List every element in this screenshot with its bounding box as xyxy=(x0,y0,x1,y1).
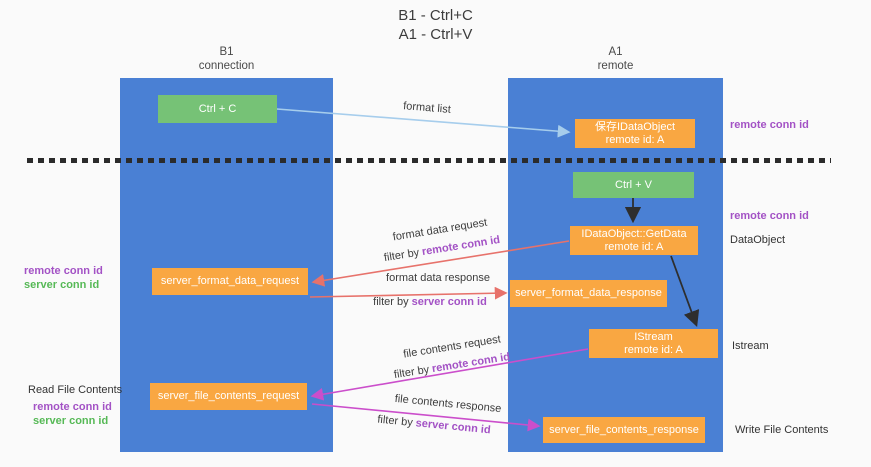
node-ctrl-v: Ctrl + V xyxy=(573,172,694,198)
node-server-file-contents-request: server_file_contents_request xyxy=(150,383,307,410)
side-label-remote-conn-id-mid: remote conn id xyxy=(730,210,809,222)
side-label-left-remote-conn-id-mid: remote conn id xyxy=(24,265,103,277)
node-server-file-contents-response-label: server_file_contents_response xyxy=(549,423,699,436)
node-save-idataobject-line2: remote id: A xyxy=(605,133,665,146)
node-server-format-data-request: server_format_data_request xyxy=(152,268,308,295)
node-server-format-data-response-label: server_format_data_response xyxy=(515,287,662,299)
side-label-remote-conn-id-top: remote conn id xyxy=(730,119,809,131)
node-ctrl-v-label: Ctrl + V xyxy=(615,178,652,191)
side-label-left-remote-conn-id-bottom: remote conn id xyxy=(33,401,112,413)
node-ctrl-c: Ctrl + C xyxy=(158,95,277,123)
arrow-format-data-request xyxy=(311,240,570,287)
node-server-file-contents-request-label: server_file_contents_request xyxy=(157,390,300,402)
node-save-idataobject-line1: 保存IDataObject xyxy=(594,120,676,133)
node-save-idataobject: 保存IDataObject remote id: A xyxy=(575,119,695,148)
lane-a1-role: remote xyxy=(597,60,634,72)
filter-prefix: filter by xyxy=(373,296,409,308)
lane-header-a1: A1 remote xyxy=(508,45,723,73)
side-label-read-file-contents: Read File Contents xyxy=(28,384,123,396)
node-istream-line2: remote id: A xyxy=(624,343,683,356)
flow-label-format-data-response: format data response xyxy=(386,272,490,284)
side-label-left-server-conn-id-bottom: server conn id xyxy=(33,415,109,427)
side-label-istream: Istream xyxy=(732,340,769,352)
side-label-write-file-contents: Write File Contents xyxy=(735,424,829,436)
lane-b1-name: B1 xyxy=(219,46,234,58)
clipboard-boundary-dashed-line xyxy=(27,158,831,163)
arrow-format-data-response xyxy=(309,286,508,300)
filter-key-server-conn-id: server conn id xyxy=(411,296,487,308)
side-label-left-server-conn-id-mid: server conn id xyxy=(24,279,100,291)
title-line-1: B1 - Ctrl+C xyxy=(398,7,473,24)
node-istream-line1: IStream xyxy=(634,330,673,343)
node-server-format-data-response: server_format_data_response xyxy=(510,280,667,307)
node-getdata-line1: IDataObject::GetData xyxy=(581,227,687,240)
lane-header-b1: B1 connection xyxy=(120,45,333,73)
title-line-2: A1 - Ctrl+V xyxy=(398,26,473,43)
lane-a1-name: A1 xyxy=(608,46,623,58)
arrow-file-contents-response xyxy=(311,403,541,432)
node-ctrl-c-label: Ctrl + C xyxy=(198,102,237,115)
node-server-format-data-request-label: server_format_data_request xyxy=(160,275,300,287)
diagram-title: B1 - Ctrl+C A1 - Ctrl+V xyxy=(0,6,871,44)
side-label-dataobject: DataObject xyxy=(730,234,786,246)
node-getdata-line2: remote id: A xyxy=(604,240,664,253)
arrow-file-contents-request xyxy=(310,348,589,401)
arrow-format-list xyxy=(276,108,571,138)
node-idataobject-getdata: IDataObject::GetData remote id: A xyxy=(570,226,698,255)
arrow-getdata-to-istream xyxy=(670,255,700,328)
lane-b1-role: connection xyxy=(198,60,255,72)
node-istream: IStream remote id: A xyxy=(589,329,718,358)
node-server-file-contents-response: server_file_contents_response xyxy=(543,417,705,443)
